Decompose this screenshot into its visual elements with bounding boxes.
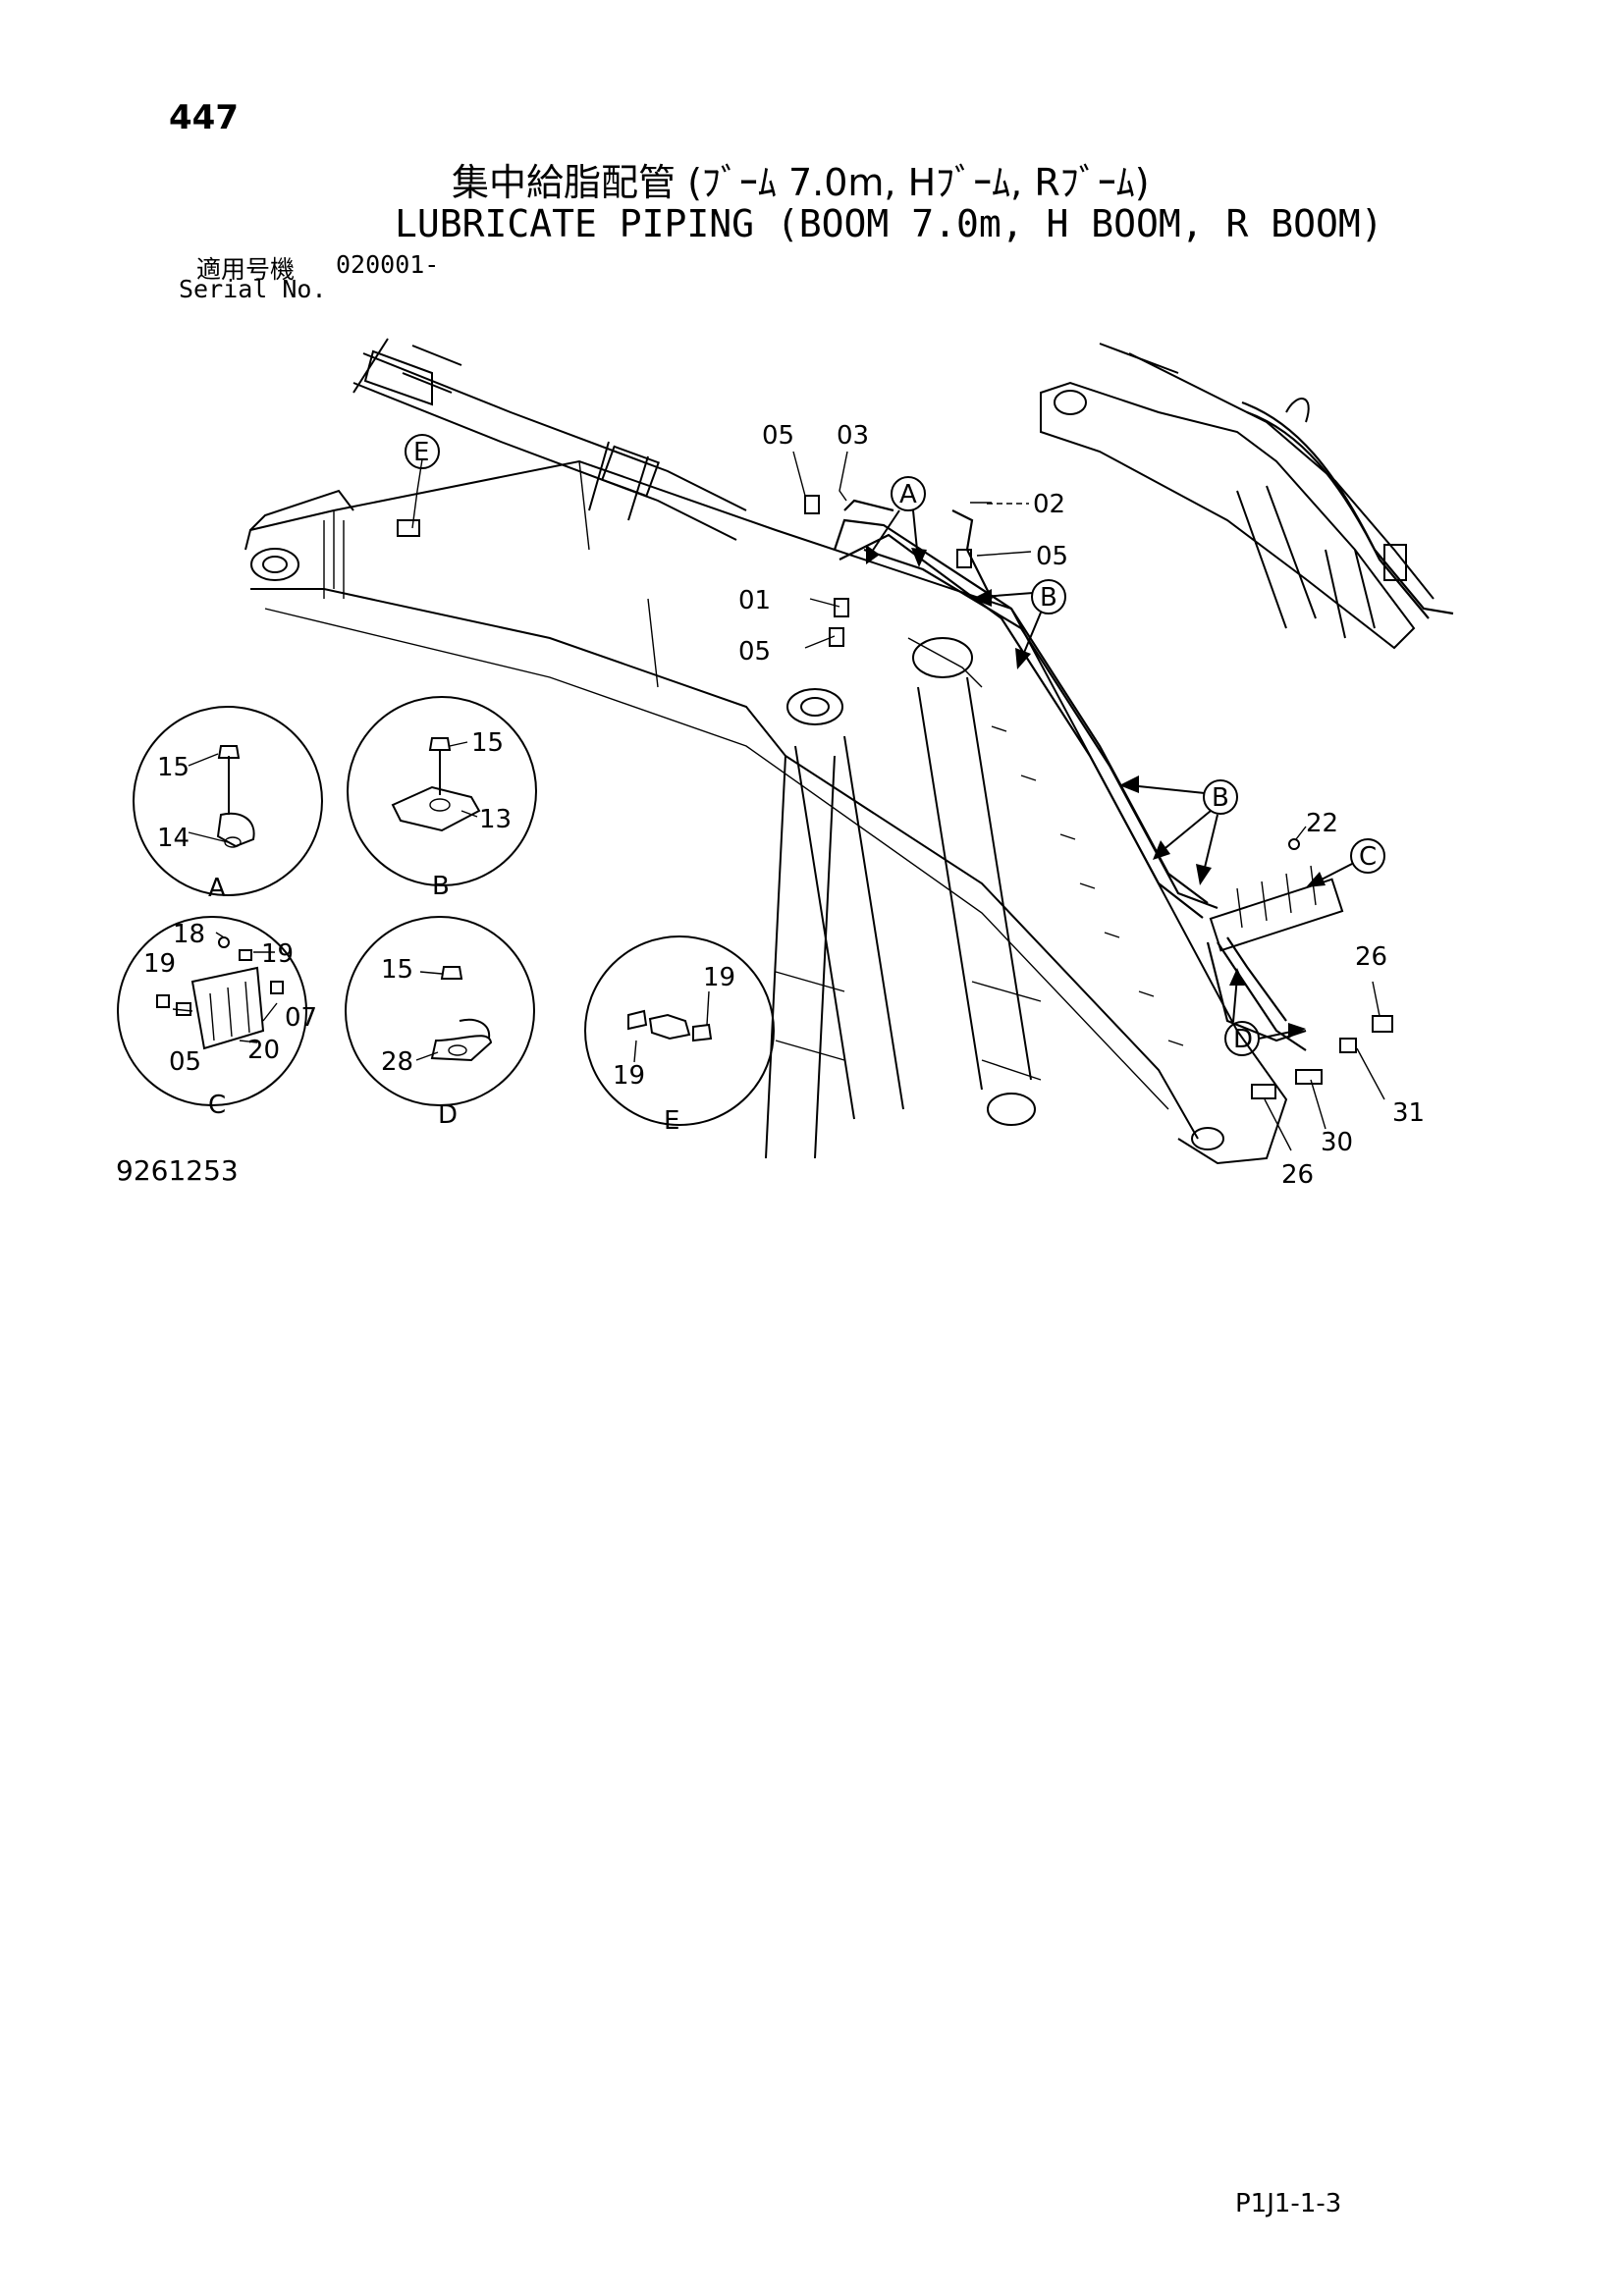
part-label: 05 [738,637,771,667]
part-label: 26 [1355,942,1387,972]
serial-value: 020001- [336,250,440,279]
detail-part-label: 13 [479,805,512,834]
detail-part-label: 19 [143,949,176,979]
detail-part-label: 15 [157,753,189,782]
detail-b: 15 13 B [347,696,537,901]
part-label: 05 [762,421,794,451]
detail-label: C [208,1091,226,1120]
detail-e: 19 19 E [584,935,775,1136]
detail-part-label: 14 [157,824,189,853]
arm-structure [1040,343,1454,650]
detail-marker: E [413,438,429,467]
part-label: 03 [837,421,869,451]
detail-label: A [208,874,226,903]
detail-marker: C [1359,842,1377,872]
detail-part-label: 28 [381,1047,413,1077]
detail-part-label: 19 [703,963,735,992]
detail-label: B [432,872,450,901]
detail-marker: B [1212,783,1229,813]
title-english: LUBRICATE PIPING (BOOM 7.0m, H BOOM, R B… [395,202,1383,245]
detail-marker: B [1040,583,1057,613]
page-code: P1J1-1-3 [1235,2189,1342,2218]
detail-part-label: 20 [247,1036,280,1065]
detail-label: E [664,1106,679,1136]
title-japanese: 集中給脂配管 (ﾌﾞｰﾑ 7.0m, Hﾌﾞｰﾑ, Rﾌﾞｰﾑ) [452,161,1150,204]
part-number-labels: 05 03 02 05 01 05 22 26 31 30 26 A B B C… [413,421,1425,1190]
serial-label-english: Serial No. [179,275,327,303]
detail-a: 15 14 A [133,706,323,903]
detail-part-label: 19 [613,1061,645,1091]
detail-part-label: 15 [471,728,504,758]
part-label: 30 [1321,1128,1353,1157]
drawing-number: 9261253 [116,1154,239,1187]
detail-part-label: 15 [381,955,413,985]
detail-marker: D [1233,1025,1253,1054]
part-label: 02 [1033,490,1065,519]
callout-leaders [397,434,1385,1151]
detail-marker: A [899,480,917,509]
detail-label: D [438,1100,458,1130]
part-label: 22 [1306,809,1338,838]
page-number: 447 [169,98,239,137]
detail-part-label: 18 [173,920,205,949]
detail-part-label: 05 [169,1047,201,1077]
part-label: 31 [1392,1098,1425,1128]
detail-part-label: 19 [261,939,294,969]
part-label: 05 [1036,542,1068,571]
detail-part-label: 07 [285,1003,317,1033]
serial-label-japanese: 適用号機 [196,255,296,284]
part-label: 01 [738,586,771,615]
part-label: 26 [1281,1160,1314,1190]
detail-c: 18 19 19 07 05 20 C [117,916,317,1120]
boom-structure [244,338,1288,1165]
lubrication-hoses [804,495,1393,1099]
detail-d: 15 28 D [345,916,535,1130]
